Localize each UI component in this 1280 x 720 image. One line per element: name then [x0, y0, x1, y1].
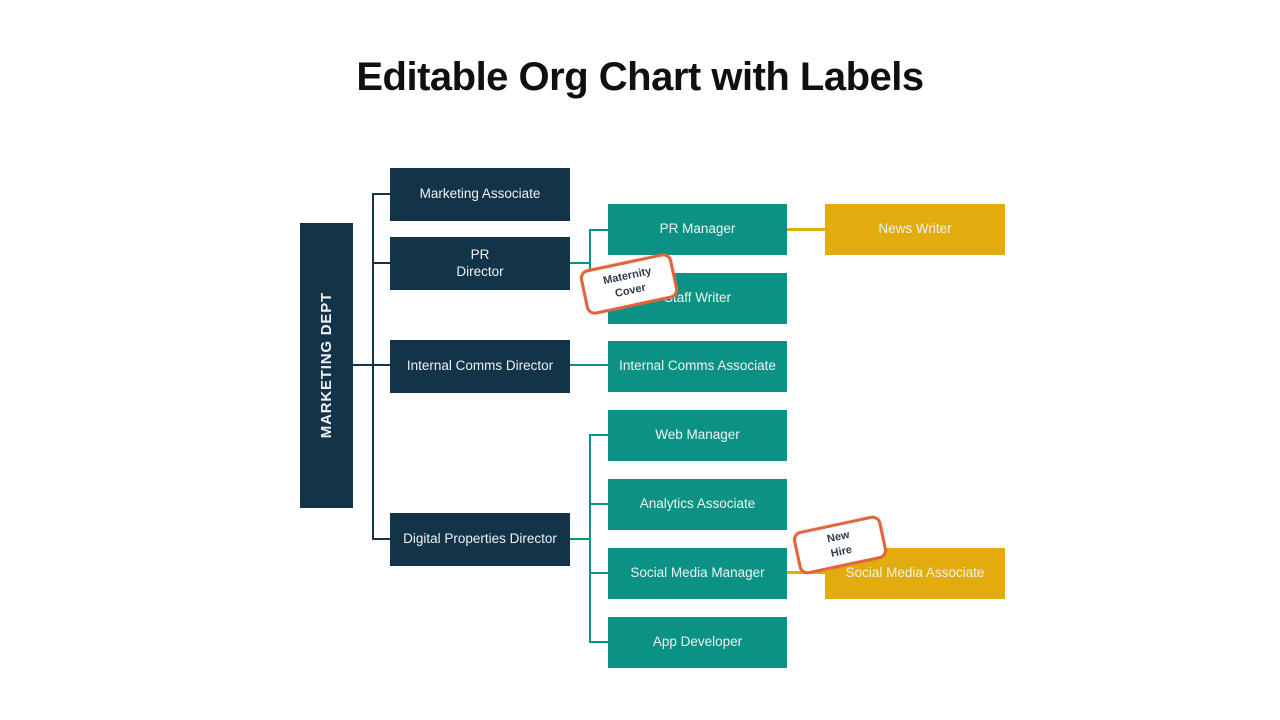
org-node-digital-properties-director[interactable]: Digital Properties Director: [390, 513, 570, 566]
connector-digital-bracket-vertical: [589, 434, 591, 643]
org-node-pr-manager[interactable]: PR Manager: [608, 204, 787, 255]
connector-to-marketing-associate: [374, 193, 390, 195]
connector-to-pr-manager: [591, 229, 608, 231]
org-node-internal-comms-associate[interactable]: Internal Comms Associate: [608, 341, 787, 392]
org-node-news-writer[interactable]: News Writer: [825, 204, 1005, 255]
org-node-marketing-associate[interactable]: Marketing Associate: [390, 168, 570, 221]
org-node-social-media-manager[interactable]: Social Media Manager: [608, 548, 787, 599]
org-node-internal-comms-director[interactable]: Internal Comms Director: [390, 340, 570, 393]
connector-digital-properties-out: [570, 538, 590, 540]
connector-to-internal-comms-director: [374, 364, 390, 366]
connector-pr-director-out: [570, 262, 590, 264]
connector-trunk-vertical: [372, 193, 374, 540]
connector-to-app-developer: [591, 641, 608, 643]
connector-to-web-manager: [591, 434, 608, 436]
connector-to-social-media-manager: [591, 572, 608, 574]
org-node-social-media-associate[interactable]: Social Media Associate: [825, 548, 1005, 599]
connector-pr-bracket-vertical: [589, 229, 591, 299]
connector-to-news-writer: [787, 228, 825, 231]
department-bar-marketing-dept[interactable]: MARKETING DEPT: [300, 223, 353, 508]
connector-to-analytics-associate: [591, 503, 608, 505]
connector-to-pr-director: [374, 262, 390, 264]
org-node-pr-director[interactable]: PR Director: [390, 237, 570, 290]
org-node-analytics-associate[interactable]: Analytics Associate: [608, 479, 787, 530]
org-node-app-developer[interactable]: App Developer: [608, 617, 787, 668]
connector-to-internal-comms-associate: [570, 364, 608, 366]
connector-bar-to-trunk: [353, 364, 372, 366]
connector-to-digital-properties-director: [374, 538, 390, 540]
department-bar-label: MARKETING DEPT: [318, 292, 335, 439]
page-title: Editable Org Chart with Labels: [356, 55, 924, 99]
org-node-web-manager[interactable]: Web Manager: [608, 410, 787, 461]
